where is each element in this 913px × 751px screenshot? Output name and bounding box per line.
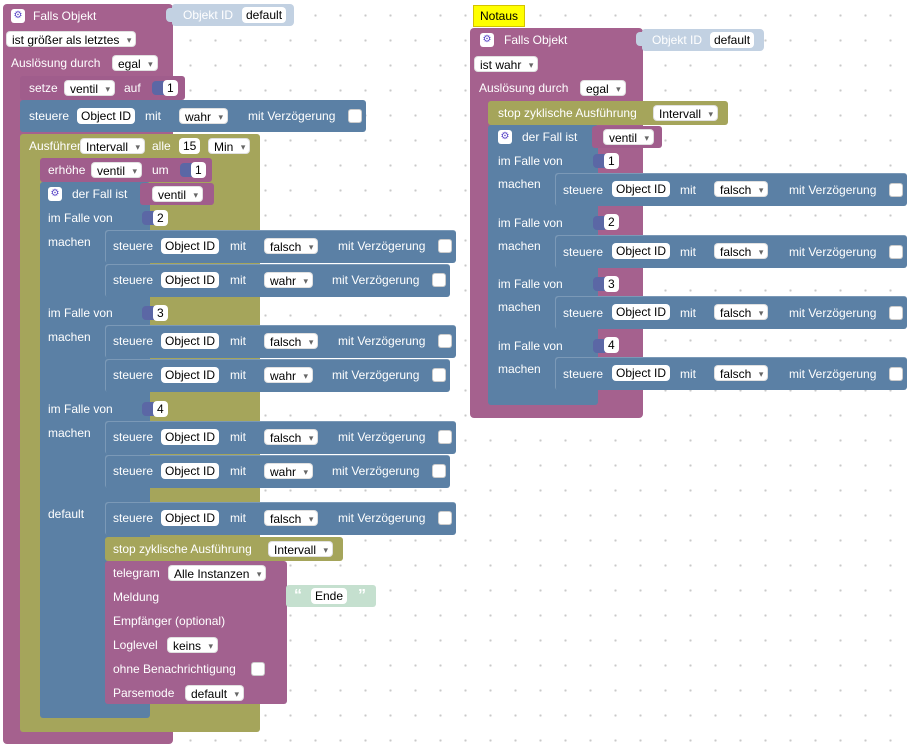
case-value[interactable]: 2: [153, 210, 168, 226]
control-value-dropdown[interactable]: wahr: [179, 108, 229, 125]
stop-type-dropdown[interactable]: Intervall: [653, 105, 719, 122]
condition-dropdown[interactable]: ist wahr: [474, 56, 539, 73]
control-value-dropdown[interactable]: falsch: [714, 304, 769, 321]
condition-dropdown[interactable]: ist größer als letztes: [6, 31, 137, 48]
case-value[interactable]: 4: [604, 337, 619, 353]
object-id-field[interactable]: Objekt ID default: [172, 4, 294, 26]
case-value[interactable]: 3: [604, 276, 619, 292]
gear-icon[interactable]: ⚙: [480, 33, 494, 47]
trigger-by-label: Auslösung durch: [11, 56, 101, 70]
delay-checkbox[interactable]: [432, 464, 446, 478]
increment-value[interactable]: 1: [191, 162, 206, 178]
telegram-instance-dropdown[interactable]: Alle Instanzen: [168, 565, 267, 582]
case-value[interactable]: 4: [153, 401, 168, 417]
delay-checkbox[interactable]: [438, 334, 452, 348]
message-string[interactable]: “ Ende ”: [286, 585, 376, 607]
delay-checkbox[interactable]: [438, 511, 452, 525]
control-value-dropdown[interactable]: falsch: [714, 243, 769, 260]
trigger-by-dropdown[interactable]: egal: [112, 55, 158, 72]
delay-checkbox[interactable]: [432, 368, 446, 382]
set-var-value[interactable]: 1: [163, 80, 178, 96]
object-id-value[interactable]: default: [710, 32, 755, 48]
interval-unit-dropdown[interactable]: Min: [208, 138, 251, 155]
control-value-dropdown[interactable]: falsch: [714, 181, 769, 198]
control-value-dropdown[interactable]: falsch: [264, 429, 319, 446]
parsemode-dropdown[interactable]: default: [185, 685, 245, 702]
gear-icon[interactable]: ⚙: [498, 130, 512, 144]
trigger-by-dropdown[interactable]: egal: [580, 80, 626, 97]
switch-var-dropdown[interactable]: ventil: [603, 129, 655, 146]
control-value-dropdown[interactable]: falsch: [264, 510, 319, 527]
case-value[interactable]: 1: [604, 153, 619, 169]
loglevel-dropdown[interactable]: keins: [167, 637, 219, 654]
control-value-dropdown[interactable]: falsch: [714, 365, 769, 382]
delay-checkbox[interactable]: [889, 306, 903, 320]
case-value[interactable]: 3: [153, 305, 168, 321]
no-notify-checkbox[interactable]: [251, 662, 265, 676]
case-value[interactable]: 2: [604, 214, 619, 230]
gear-icon[interactable]: ⚙: [48, 187, 62, 201]
delay-checkbox[interactable]: [889, 245, 903, 259]
control-value-dropdown[interactable]: wahr: [264, 463, 314, 480]
interval-amount[interactable]: 15: [179, 138, 201, 154]
interval-type-dropdown[interactable]: Intervall: [80, 138, 146, 155]
delay-checkbox[interactable]: [889, 183, 903, 197]
increment-var-dropdown[interactable]: ventil: [91, 162, 143, 179]
control-value-dropdown[interactable]: wahr: [264, 367, 314, 384]
switch-var-dropdown[interactable]: ventil: [152, 186, 204, 203]
object-id-field[interactable]: Objekt ID default: [642, 29, 764, 51]
object-id-value[interactable]: default: [242, 7, 287, 23]
control-value-dropdown[interactable]: falsch: [264, 238, 319, 255]
delay-checkbox[interactable]: [438, 430, 452, 444]
delay-checkbox[interactable]: [432, 273, 446, 287]
delay-checkbox[interactable]: [889, 367, 903, 381]
control-value-dropdown[interactable]: falsch: [264, 333, 319, 350]
control-value-dropdown[interactable]: wahr: [264, 272, 314, 289]
delay-checkbox[interactable]: [438, 239, 452, 253]
control-object[interactable]: Object ID: [77, 108, 136, 124]
telegram-block[interactable]: [105, 561, 287, 704]
notaus-comment[interactable]: Notaus: [473, 5, 526, 27]
stop-type-dropdown[interactable]: Intervall: [268, 541, 334, 558]
trigger-title: Falls Objekt: [33, 9, 97, 23]
delay-checkbox[interactable]: [348, 109, 362, 123]
set-var-dropdown[interactable]: ventil: [64, 80, 116, 97]
gear-icon[interactable]: ⚙: [11, 9, 25, 23]
